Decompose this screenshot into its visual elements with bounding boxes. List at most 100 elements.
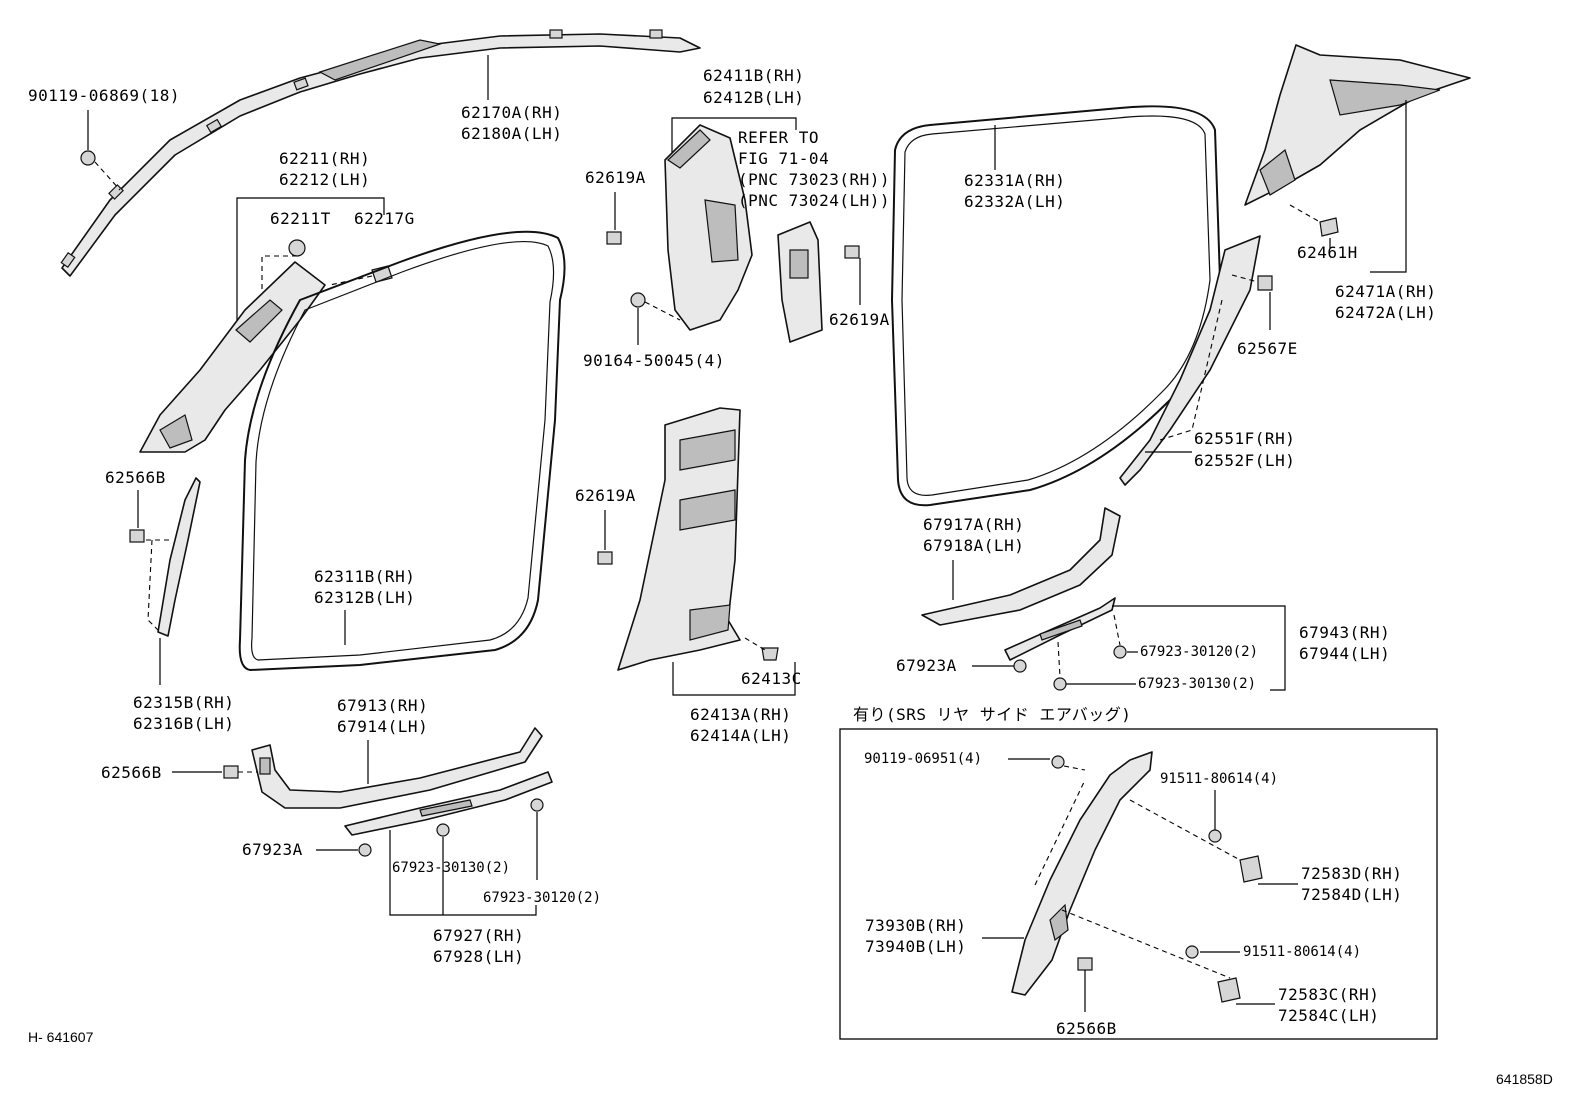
rear-side-airbag-trim[interactable] [1011,751,1153,996]
label-67944: 67944(LH) [1299,644,1390,663]
clip-67923-30120-icon [1113,645,1127,659]
label-73940B: 73940B(LH) [865,937,966,956]
label-62311B: 62311B(RH) [314,567,415,586]
label-62619A-c: 62619A [575,486,636,505]
label-62471A: 62471A(RH) [1335,282,1436,301]
label-srs-airbag-option: 有り(SRS リヤ サイド エアバッグ) [853,705,1131,724]
label-67923-30120-a: 67923-30120(2) [1140,644,1258,660]
label-90119-06951: 90119-06951(4) [864,751,982,767]
clip-62566B-icon [129,529,145,543]
label-67923-30130-a: 67923-30130(2) [1138,676,1256,692]
front-pillar-garnish[interactable] [139,261,326,453]
label-62566B-a: 62566B [105,468,166,487]
label-67927: 67927(RH) [433,926,524,945]
label-67923A-b: 67923A [242,840,303,859]
label-73930B: 73930B(RH) [865,916,966,935]
label-67917A: 67917A(RH) [923,515,1024,534]
label-62551F: 62551F(RH) [1194,429,1295,448]
label-62332A: 62332A(LH) [964,192,1065,211]
label-67923A-a: 67923A [896,656,957,675]
label-91511-80614-b: 91511-80614(4) [1243,944,1361,960]
center-pillar-lower-garnish[interactable] [617,407,741,671]
bolt-icon [1185,945,1199,959]
label-62566B-b: 62566B [101,763,162,782]
label-67928: 67928(LH) [433,947,524,966]
label-refer-to: REFER TO [738,128,819,147]
clip-62619A-icon [597,551,613,565]
label-62315B: 62315B(RH) [133,693,234,712]
label-62412B: 62412B(LH) [703,88,804,107]
label-67918A: 67918A(LH) [923,536,1024,555]
illustration-id: H- 641607 [28,1029,94,1045]
rear-scuff-plate-inner[interactable] [921,507,1121,626]
label-62316B: 62316B(LH) [133,714,234,733]
clip-67923A-icon [1013,659,1027,673]
clip-62619A-icon [606,231,622,245]
front-scuff-plate-outer[interactable] [344,771,553,836]
label-62217G: 62217G [354,209,415,228]
label-62212: 62212(LH) [279,170,370,189]
clip-62619A-icon [844,245,860,259]
clip-62211T-icon [288,239,306,257]
clip-62413C-icon [761,647,779,661]
bolt-icon [1208,829,1222,843]
clip-62461H-icon [1319,217,1339,237]
front-pillar-lower-trim[interactable] [157,477,201,637]
label-62413A: 62413A(RH) [690,705,791,724]
label-62211: 62211(RH) [279,149,370,168]
label-refer-pnc-rh: (PNC 73023(RH)) [738,170,890,189]
label-62552F: 62552F(LH) [1194,451,1295,470]
label-62331A: 62331A(RH) [964,171,1065,190]
label-62211T: 62211T [270,209,331,228]
label-62619A-a: 62619A [585,168,646,187]
seat-belt-cover[interactable] [777,221,823,343]
label-62414A: 62414A(LH) [690,726,791,745]
rear-scuff-plate-outer[interactable] [1004,597,1116,661]
bolt-icon [1051,755,1065,769]
clip-62567E-icon [1257,275,1273,291]
label-90164-50045: 90164-50045(4) [583,351,725,370]
clip-67923-30120-icon [530,798,544,812]
quarter-pillar-garnish[interactable] [1244,44,1471,206]
label-62566B-c: 62566B [1056,1019,1117,1038]
label-72584C: 72584C(LH) [1278,1006,1379,1025]
front-scuff-plate-inner[interactable] [251,727,543,809]
label-72583C: 72583C(RH) [1278,985,1379,1004]
center-pillar-upper-garnish[interactable] [664,124,753,331]
figure-id: 641858D [1496,1071,1553,1087]
label-67914: 67914(LH) [337,717,428,736]
clip-62566B-icon [223,765,239,779]
bracket-72583D-icon [1239,855,1263,883]
label-67923-30130-b: 67923-30130(2) [392,860,510,876]
label-72583D: 72583D(RH) [1301,864,1402,883]
label-62170A: 62170A(RH) [461,103,562,122]
label-62413C: 62413C [741,669,802,688]
label-refer-fig: FIG 71-04 [738,149,829,168]
srs-airbag-frame [839,728,1438,1040]
label-62472A: 62472A(LH) [1335,303,1436,322]
bracket-72583C-icon [1217,977,1241,1003]
label-90119-06869: 90119-06869(18) [28,86,180,105]
label-67943: 67943(RH) [1299,623,1390,642]
clip-67923-30130-icon [1053,677,1067,691]
roof-airbag-assembly[interactable] [60,29,701,277]
front-door-weatherstrip[interactable] [238,230,566,672]
label-67913: 67913(RH) [337,696,428,715]
label-refer-pnc-lh: (PNC 73024(LH)) [738,191,890,210]
label-62312B: 62312B(LH) [314,588,415,607]
bolt-icon [630,292,646,308]
label-62411B: 62411B(RH) [703,66,804,85]
rear-door-weatherstrip[interactable] [890,105,1222,507]
rear-door-opening-trim[interactable] [1119,235,1261,486]
clip-67923A-icon [358,843,372,857]
clip-67923-30130-icon [436,823,450,837]
bolt-icon [80,150,96,166]
label-62619A-b: 62619A [829,310,890,329]
label-91511-80614-a: 91511-80614(4) [1160,771,1278,787]
clip-62566B-icon [1077,957,1093,971]
label-72584D: 72584D(LH) [1301,885,1402,904]
label-62461H: 62461H [1297,243,1358,262]
label-67923-30120-b: 67923-30120(2) [483,890,601,906]
label-62180A: 62180A(LH) [461,124,562,143]
